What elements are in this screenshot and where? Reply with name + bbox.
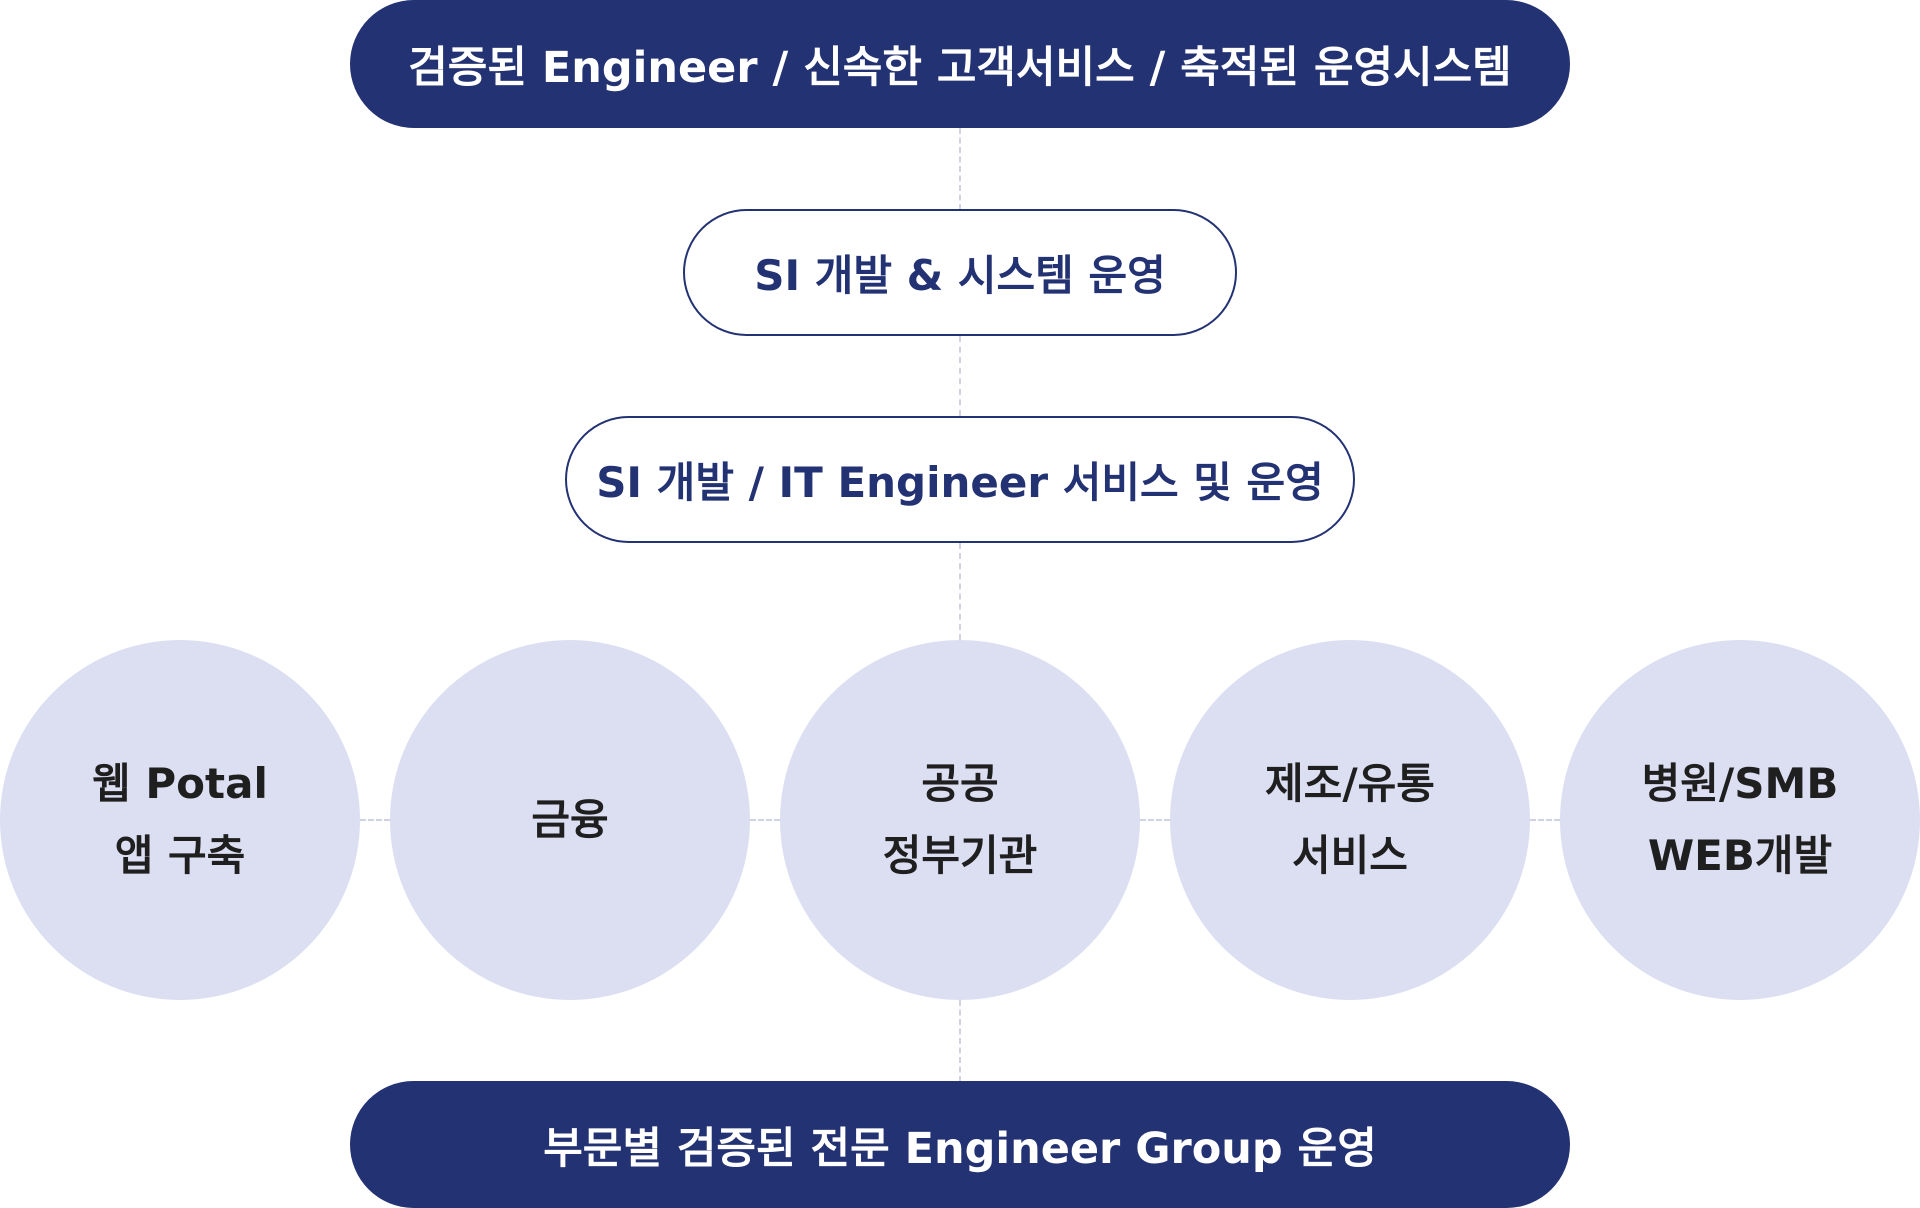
level-two-text: SI 개발 & 시스템 운영 (754, 251, 1166, 300)
sector-circle-web-portal: 웹 Potal 앱 구축 (0, 640, 360, 1000)
sector-circle-finance: 금융 (390, 640, 750, 1000)
sector-circle-public: 공공 정부기관 (780, 640, 1140, 1000)
connector-sector-4-5 (1530, 819, 1560, 821)
bottom-banner-text: 부문별 검증된 전문 Engineer Group 운영 (543, 1123, 1377, 1174)
top-banner-text: 검증된 Engineer / 신속한 고객서비스 / 축적된 운영시스템 (408, 43, 1512, 93)
connector-sector-3-4 (1140, 819, 1170, 821)
sector-circle-hospital: 병원/SMB WEB개발 (1560, 640, 1920, 1000)
sector-label-line1: 웹 Potal (92, 759, 268, 808)
sector-label-line1: 금융 (531, 795, 609, 844)
sector-circle-manufacturing: 제조/유통 서비스 (1170, 640, 1530, 1000)
level-three-text: SI 개발 / IT Engineer 서비스 및 운영 (596, 458, 1324, 507)
level-two-pill: SI 개발 & 시스템 운영 (683, 209, 1237, 336)
sector-label-line1: 병원/SMB (1641, 759, 1839, 808)
sector-label-line1: 공공 (921, 759, 999, 808)
level-three-pill: SI 개발 / IT Engineer 서비스 및 운영 (565, 416, 1355, 543)
top-banner: 검증된 Engineer / 신속한 고객서비스 / 축적된 운영시스템 (350, 0, 1570, 128)
sector-label-line2: 정부기관 (882, 831, 1038, 880)
sector-label-line2: 서비스 (1292, 831, 1408, 880)
connector-level-two-to-three (959, 336, 961, 416)
bottom-banner: 부문별 검증된 전문 Engineer Group 운영 (350, 1081, 1570, 1208)
connector-level-three-to-sectors (959, 543, 961, 640)
connector-sector-2-3 (750, 819, 780, 821)
sector-label-line2: 앱 구축 (114, 831, 246, 880)
connector-sector-1-2 (360, 819, 390, 821)
connector-top-to-level-two (959, 128, 961, 210)
sector-label-line1: 제조/유통 (1265, 759, 1435, 808)
connector-sectors-to-bottom (959, 1000, 961, 1082)
sector-label-line2: WEB개발 (1647, 831, 1833, 880)
